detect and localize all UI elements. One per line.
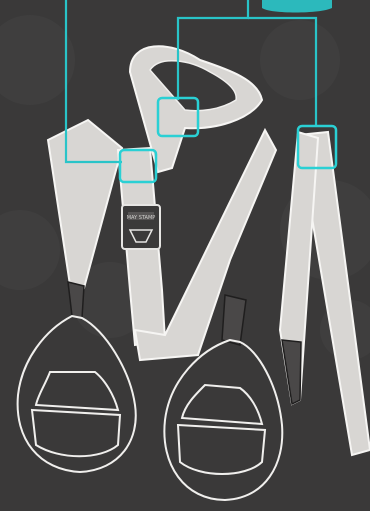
- callout-header-tab: [262, 0, 332, 13]
- right-long-strap: [280, 132, 370, 455]
- buckle-label: MAY STAMP: [127, 215, 156, 221]
- left-strap-dark-section: [68, 282, 84, 318]
- buckle: MAY STAMP: [122, 205, 160, 249]
- right-strap-tip: [282, 340, 301, 404]
- right-strap-dark-section: [222, 295, 246, 345]
- left-handle: [18, 316, 136, 472]
